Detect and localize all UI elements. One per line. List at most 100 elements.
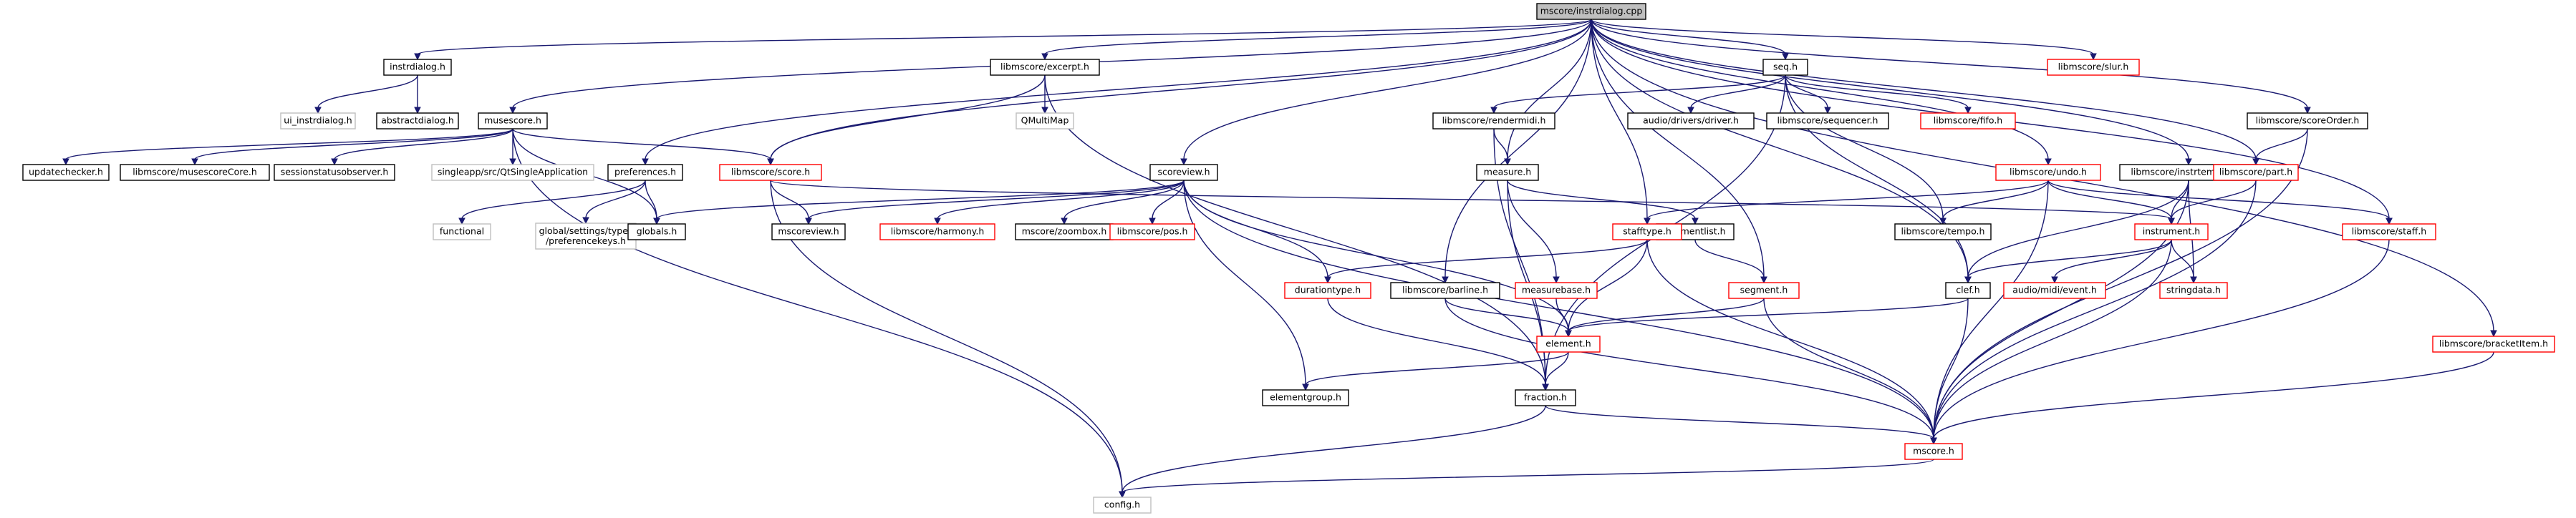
arrowhead <box>1760 276 1767 284</box>
node-box <box>376 112 459 130</box>
node-musescoreCore[interactable]: libmscore/musescoreCore.h <box>120 164 270 181</box>
node-box <box>1766 112 1889 130</box>
node-rendermidi[interactable]: libmscore/rendermidi.h <box>1432 112 1555 130</box>
node-musescore-h[interactable]: musescore.h <box>478 112 548 130</box>
node-box <box>879 223 995 240</box>
arrowhead <box>1504 158 1511 166</box>
node-bracketitem[interactable]: libmscore/bracketItem.h <box>2432 336 2555 353</box>
arrowhead <box>2252 158 2259 166</box>
node-driver[interactable]: audio/drivers/driver.h <box>1627 112 1755 130</box>
node-box <box>1536 3 1646 20</box>
edge-seq-to-rendermidi <box>1490 74 1786 114</box>
edge-preferences-to-prefkeys <box>582 180 646 225</box>
node-measure[interactable]: measure.h <box>1476 164 1539 181</box>
node-label: global/settings/types/preferencekeys.h <box>539 225 633 246</box>
node-box <box>1093 497 1152 514</box>
arrowhead <box>1180 158 1187 166</box>
node-fraction[interactable]: fraction.h <box>1515 389 1576 406</box>
node-pos[interactable]: libmscore/pos.h <box>1109 223 1195 240</box>
node-updatechecker[interactable]: updatechecker.h <box>22 164 110 181</box>
node-seq[interactable]: seq.h <box>1762 59 1808 76</box>
node-label: stafftype.h <box>1623 226 1671 237</box>
edge-scoreview-to-zoombox <box>1061 180 1185 225</box>
arrowhead <box>642 158 649 166</box>
node-qtsingleapp: singleapp/src/QtSingleApplication <box>431 164 594 181</box>
node-box <box>719 164 822 181</box>
edge-instrdialog-cpp-to-score <box>767 19 1592 166</box>
node-box <box>1894 223 1992 240</box>
node-zoombox[interactable]: mscore/zoombox.h <box>1015 223 1114 240</box>
node-part[interactable]: libmscore/part.h <box>2213 164 2299 181</box>
node-staff[interactable]: libmscore/staff.h <box>2342 223 2436 240</box>
node-box <box>1262 389 1349 406</box>
node-sessionstatus[interactable]: sessionstatusobserver.h <box>274 164 395 181</box>
node-label: instrument.h <box>2143 226 2200 237</box>
node-label: libmscore/undo.h <box>2010 167 2087 177</box>
node-instrument[interactable]: instrument.h <box>2134 223 2209 240</box>
node-box <box>1904 443 1963 460</box>
node-undo[interactable]: libmscore/undo.h <box>1995 164 2101 181</box>
node-preferences[interactable]: preferences.h <box>607 164 683 181</box>
node-box <box>1515 282 1598 299</box>
node-label: mscoreview.h <box>778 226 839 237</box>
node-scoreview[interactable]: scoreview.h <box>1149 164 1218 181</box>
node-abstractdialog[interactable]: abstractdialog.h <box>376 112 459 130</box>
node-sequencer[interactable]: libmscore/sequencer.h <box>1766 112 1889 130</box>
node-clef[interactable]: clef.h <box>1945 282 1991 299</box>
node-box <box>2047 59 2140 76</box>
node-globals[interactable]: globals.h <box>627 223 686 240</box>
node-segment[interactable]: segment.h <box>1728 282 1800 299</box>
edge-segment-to-mscore-h <box>1763 298 1937 445</box>
node-box <box>771 223 846 240</box>
node-mscoreview[interactable]: mscoreview.h <box>771 223 846 240</box>
edge-musescore-h-to-updatechecker <box>62 128 513 166</box>
node-stafftype[interactable]: stafftype.h <box>1612 223 1682 240</box>
arrowhead <box>414 107 421 114</box>
arrowhead <box>1542 383 1549 391</box>
node-fifo[interactable]: libmscore/fifo.h <box>1920 112 2016 130</box>
node-box <box>1476 164 1539 181</box>
node-box <box>383 59 452 76</box>
arrowhead <box>1061 218 1068 225</box>
arrowhead <box>331 158 338 166</box>
arrowhead <box>2304 107 2311 114</box>
edge-undo-to-staff <box>2047 180 2393 225</box>
node-element[interactable]: element.h <box>1536 336 1601 353</box>
arrowhead <box>1324 276 1331 284</box>
node-measurebase[interactable]: measurebase.h <box>1515 282 1598 299</box>
arrowhead <box>1565 330 1572 338</box>
arrowhead <box>1939 218 1947 225</box>
node-label: scoreview.h <box>1157 167 1210 177</box>
node-durationtype[interactable]: durationtype.h <box>1284 282 1371 299</box>
arrowhead <box>2045 158 2052 166</box>
node-label: libmscore/slur.h <box>2058 62 2129 72</box>
edge-scoreview-to-pos <box>1149 180 1185 225</box>
node-mscore-h[interactable]: mscore.h <box>1904 443 1963 460</box>
node-tempo[interactable]: libmscore/tempo.h <box>1894 223 1992 240</box>
node-instrdialog-h[interactable]: instrdialog.h <box>383 59 452 76</box>
node-score[interactable]: libmscore/score.h <box>719 164 822 181</box>
node-box <box>627 223 686 240</box>
arrowhead <box>1692 218 1699 225</box>
node-midievent[interactable]: audio/midi/event.h <box>2003 282 2106 299</box>
edge-measure-to-segmentlist <box>1507 180 1699 225</box>
arrowhead <box>767 158 774 166</box>
node-harmony[interactable]: libmscore/harmony.h <box>879 223 995 240</box>
node-excerpt[interactable]: libmscore/excerpt.h <box>990 59 1100 76</box>
edge-instrdialog-cpp-to-barline <box>1442 19 1592 284</box>
node-stringdata[interactable]: stringdata.h <box>2159 282 2228 299</box>
edge-seq-to-sequencer <box>1785 74 1831 114</box>
node-elementgroup[interactable]: elementgroup.h <box>1262 389 1349 406</box>
edge-part-to-instrument <box>2168 180 2257 225</box>
node-box <box>478 112 548 130</box>
node-qmultimap: QMultiMap <box>1016 112 1074 130</box>
node-scoreOrder[interactable]: libmscore/scoreOrder.h <box>2247 112 2368 130</box>
arrowhead <box>653 218 660 225</box>
node-slur[interactable]: libmscore/slur.h <box>2047 59 2140 76</box>
node-barline[interactable]: libmscore/barline.h <box>1390 282 1500 299</box>
edge-scoreview-to-element <box>1183 180 1572 338</box>
node-box <box>1016 112 1074 130</box>
edge-bracketitem-to-mscore-h <box>1930 351 2494 445</box>
node-label: mscore.h <box>1913 446 1954 456</box>
node-label: abstractdialog.h <box>381 115 454 126</box>
